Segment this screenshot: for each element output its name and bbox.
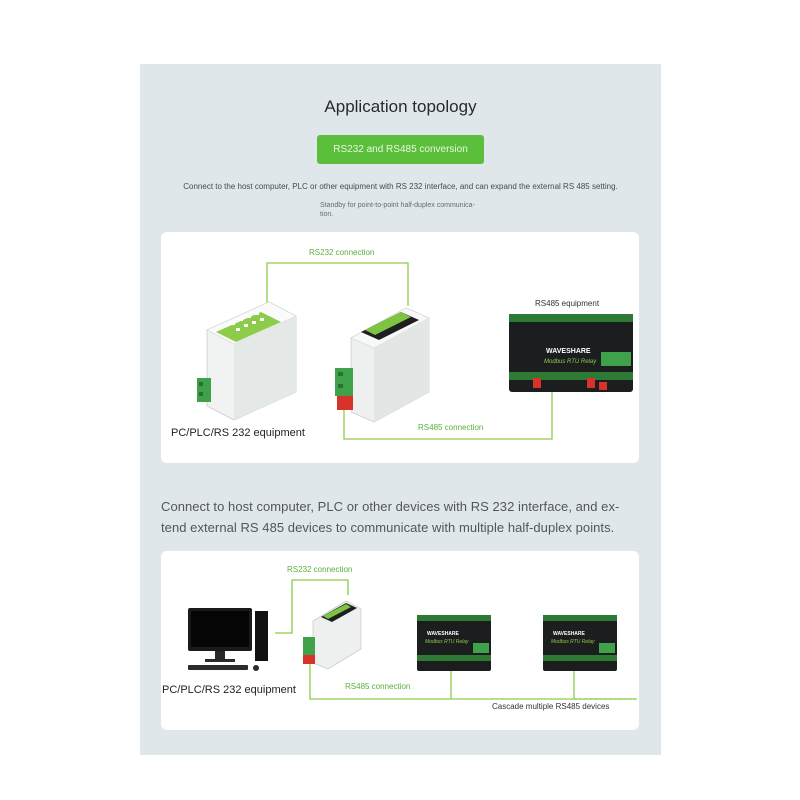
relay-name-label-2: Modbus RTU Relay [425,639,469,645]
description-paragraph: Connect to host computer, PLC or other d… [161,496,641,538]
pc-equipment-label: PC/PLC/RS 232 equipment [171,427,305,439]
relay-name-label-3: Modbus RTU Relay [551,639,595,645]
modbus-relay-device-2 [417,615,491,671]
page-title: Application topology [324,97,477,116]
rs232-connection-line-2 [275,579,349,634]
rs485-converter-module-2 [303,600,362,670]
diagram-1-graphics [197,262,633,440]
modbus-relay-device-3 [543,615,617,671]
standby-text-line-2: tion. [320,211,334,218]
rs232-connection-line [266,262,409,306]
intro-text: Connect to the host computer, PLC or oth… [183,182,618,191]
rs485-equipment-label: RS485 equipment [535,299,600,308]
modbus-relay-device-1 [509,314,633,392]
point-to-point-diagram: RS232 connection RS485 equipment WAVESHA… [161,232,639,463]
rs485-connection-label: RS485 connection [418,423,484,432]
rs485-connection-line [343,392,553,440]
rs485-converter-module [335,307,430,423]
relay-brand-label-3: WAVESHARE [553,631,585,637]
rs232-device-module [197,301,297,421]
relay-terminal-marker [599,382,607,390]
pc-equipment-label-2: PC/PLC/RS 232 equipment [162,684,296,696]
multi-point-diagram: RS232 connection WAVESHARE Modbus RTU Re… [161,551,639,730]
rs485-connection-label-2: RS485 connection [345,682,411,691]
cascade-label: Cascade multiple RS485 devices [492,702,610,711]
relay-name-label: Modbus RTU Relay [544,359,597,365]
description-line-2: tend external RS 485 devices to communic… [161,520,615,535]
conversion-badge: RS232 and RS485 conversion [317,135,484,164]
rs232-connection-label-2: RS232 connection [287,565,353,574]
rs485-connection-line-2 [309,661,635,700]
relay-brand-label: WAVESHARE [546,348,591,355]
description-line-1: Connect to host computer, PLC or other d… [161,499,620,514]
standby-text-line-1: Standby for point-to-point half-duplex c… [320,202,475,209]
standby-text: Standby for point-to-point half-duplex c… [320,201,520,219]
diagram-2-graphics [188,579,639,700]
pc-monitor-icon [188,608,268,671]
relay-brand-label-2: WAVESHARE [427,631,459,637]
topology-panel: Application topology RS232 and RS485 con… [140,64,661,755]
rs232-connection-label: RS232 connection [309,248,375,257]
